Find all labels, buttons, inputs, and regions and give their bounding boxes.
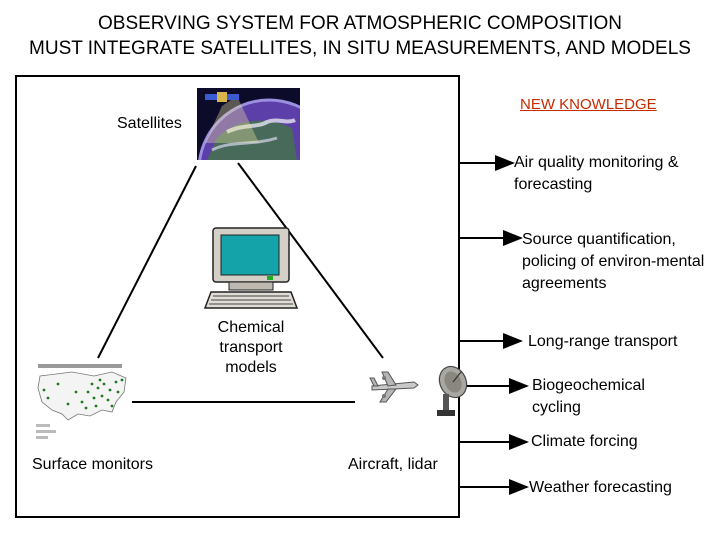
output-source-quantification: Source quantification, policing of envir…: [522, 229, 718, 295]
satellites-label: Satellites: [117, 114, 182, 134]
new-knowledge-label: NEW KNOWLEDGE: [520, 96, 657, 113]
surface-monitors-label: Surface monitors: [32, 455, 153, 475]
aircraft-lidar-label: Aircraft, lidar: [348, 455, 438, 475]
computer-icon: [203, 226, 299, 312]
output-air-quality: Air quality monitoring & forecasting: [514, 152, 714, 196]
edge-satellite-surface: [98, 166, 196, 358]
aircraft-icon: [368, 370, 420, 404]
lidar-dish-icon: [433, 364, 469, 418]
output-climate-forcing: Climate forcing: [531, 431, 638, 453]
us-map-image: [32, 362, 132, 442]
model-label: Chemical transport models: [200, 318, 302, 378]
output-weather-forecasting: Weather forecasting: [529, 477, 672, 499]
output-long-range-transport: Long-range transport: [528, 331, 677, 353]
satellite-earth-image: [197, 88, 300, 160]
output-biogeochemical-cycling: Biogeochemical cycling: [532, 375, 682, 419]
